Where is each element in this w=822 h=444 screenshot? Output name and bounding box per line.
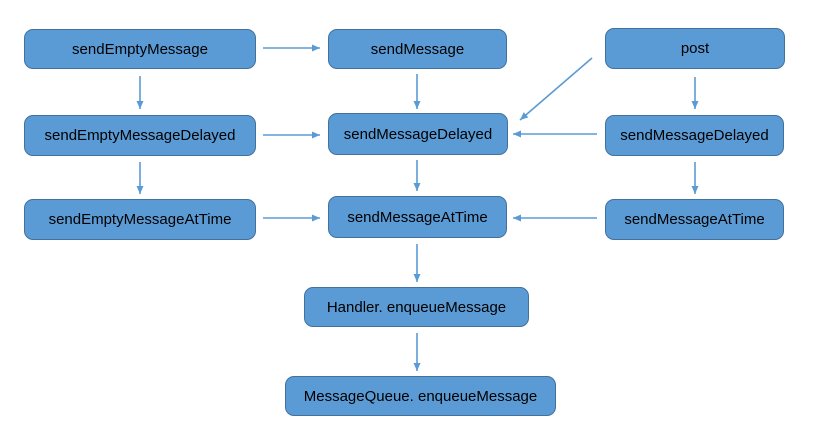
- arrow-post-to-sendMessageDelayed-center-diagonal: [519, 57, 593, 121]
- node-send-message-at-time-right: sendMessageAtTime: [605, 199, 784, 240]
- node-send-message-at-time-center: sendMessageAtTime: [328, 196, 507, 238]
- node-message-queue-enqueue-message: MessageQueue. enqueueMessage: [285, 376, 556, 416]
- node-send-message: sendMessage: [328, 29, 507, 69]
- node-send-empty-message-at-time: sendEmptyMessageAtTime: [24, 199, 256, 240]
- node-handler-enqueue-message: Handler. enqueueMessage: [304, 287, 529, 327]
- node-send-empty-message: sendEmptyMessage: [24, 29, 256, 69]
- node-send-message-delayed-center: sendMessageDelayed: [328, 113, 508, 155]
- node-send-message-delayed-right: sendMessageDelayed: [605, 115, 784, 156]
- node-post: post: [605, 28, 785, 69]
- node-send-empty-message-delayed: sendEmptyMessageDelayed: [24, 115, 256, 156]
